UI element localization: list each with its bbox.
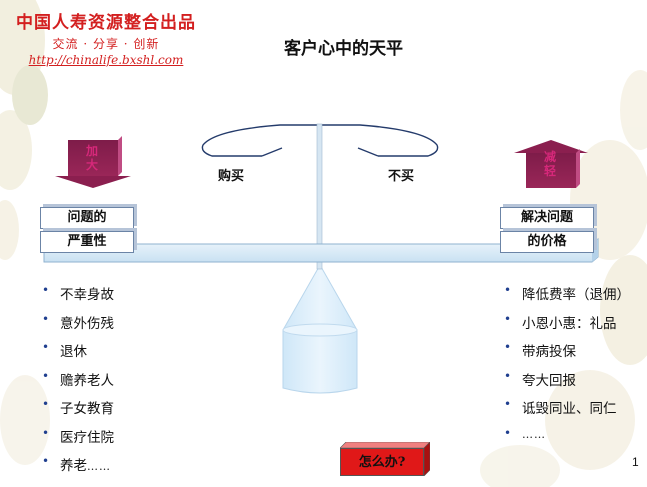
page-title: 客户心中的天平 — [284, 39, 403, 59]
right-reasons-list: 降低费率（退佣） 小恩小惠：礼品 带病投保 夸大回报 诋毁同业、同仁 …… — [504, 283, 630, 454]
scale-pole — [316, 123, 323, 270]
list-item: 赡养老人 — [42, 369, 114, 398]
brand-url-link[interactable]: http://chinalife.bxshl.com — [28, 53, 184, 67]
buy-label: 购买 — [218, 169, 245, 184]
what-to-do-label: 怎么办? — [340, 448, 424, 476]
price-box: 的价格 — [500, 231, 594, 253]
list-item: 意外伤残 — [42, 312, 114, 341]
what-to-do-button[interactable]: 怎么办? — [340, 442, 430, 476]
brand-title: 中国人寿资源整合出品 — [16, 13, 196, 33]
button-bevel-side — [424, 442, 430, 476]
increase-arrow — [55, 136, 131, 188]
reduce-arrow-text: 减 轻 — [543, 150, 556, 178]
list-item: 子女教育 — [42, 397, 114, 426]
problem-box: 问题的 — [40, 207, 134, 229]
list-item: 退休 — [42, 340, 114, 369]
left-reasons-list: 不幸身故 意外伤残 退休 赡养老人 子女教育 医疗住院 养老…… — [42, 283, 114, 483]
increase-arrow-text: 加 大 — [85, 144, 98, 172]
list-item: 小恩小惠：礼品 — [504, 312, 630, 341]
not-buy-label: 不买 — [388, 169, 415, 184]
reduce-arrow — [514, 140, 588, 188]
button-bevel-top — [340, 442, 430, 448]
list-item: 养老…… — [42, 454, 114, 483]
severity-box: 严重性 — [40, 231, 134, 253]
solution-box: 解决问题 — [500, 207, 594, 229]
list-item: …… — [504, 426, 630, 455]
list-item: 夸大回报 — [504, 369, 630, 398]
brand-header: 中国人寿资源整合出品 交流 · 分享 · 创新 http://chinalife… — [6, 8, 206, 67]
list-item: 诋毁同业、同仁 — [504, 397, 630, 426]
list-item: 降低费率（退佣） — [504, 283, 630, 312]
list-item: 带病投保 — [504, 340, 630, 369]
list-item: 不幸身故 — [42, 283, 114, 312]
brand-slogan: 交流 · 分享 · 创新 — [52, 37, 160, 51]
list-item: 医疗住院 — [42, 426, 114, 455]
page-number: 1 — [632, 455, 639, 469]
